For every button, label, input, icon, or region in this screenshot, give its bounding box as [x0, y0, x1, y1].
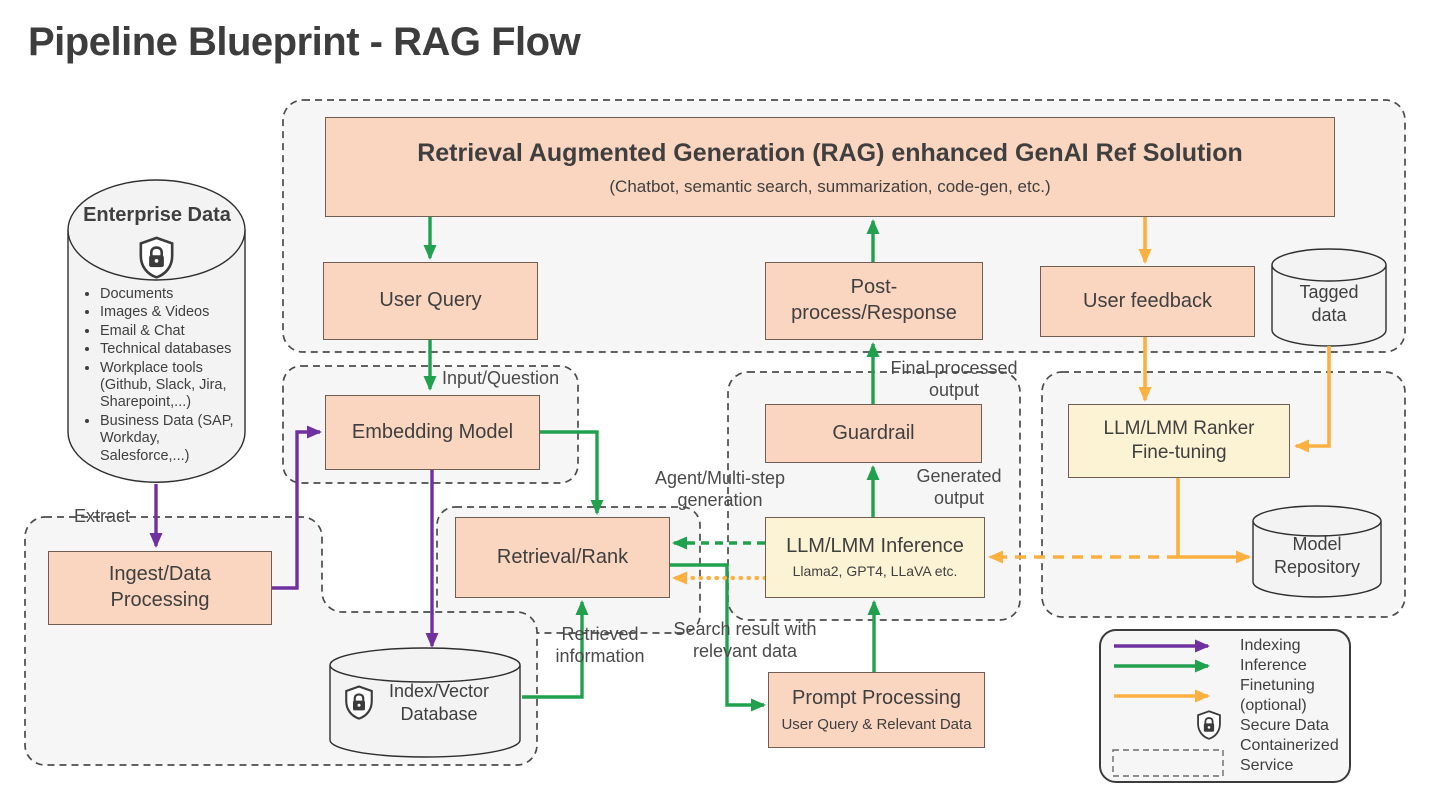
legend-label-containerized: Containerized: [1240, 737, 1339, 754]
node-ingest-label: Ingest/Data Processing: [108, 563, 212, 611]
node-user-feedback: User feedback: [1040, 266, 1255, 337]
node-llm-inference-label: LLM/LMM Inference: [786, 534, 964, 557]
arrow-tagged-to-ranker: [1294, 346, 1331, 453]
node-embedding-model: Embedding Model: [325, 395, 540, 470]
legend-label-service: Service: [1240, 757, 1294, 774]
node-user-query-label: User Query: [379, 289, 482, 312]
label-retrieved-information: Retrieved information: [555, 624, 645, 666]
label-generated-output: Generated output: [916, 466, 1002, 508]
node-guardrail-label: Guardrail: [832, 421, 915, 444]
model-repository-label: Model Repository: [1273, 534, 1361, 577]
secure-data-icon: [344, 685, 374, 720]
legend-label-indexing: Indexing: [1240, 637, 1301, 654]
enterprise-data-item: Images & Videos: [100, 304, 238, 321]
node-prompt-processing-label: Prompt Processing: [792, 686, 961, 709]
node-guardrail: Guardrail: [765, 404, 982, 463]
arrow-ingest-to-embedding: [272, 425, 322, 590]
cylinder-index-vector-db: [329, 647, 521, 758]
node-prompt-processing: Prompt Processing User Query & Relevant …: [768, 672, 985, 748]
tagged-data-label: Tagged data: [1299, 282, 1359, 325]
arrow-index-db-to-retrieval: [522, 600, 589, 699]
cylinder-enterprise-data: [67, 179, 246, 483]
rag-solution-subtitle: (Chatbot, semantic search, summarization…: [609, 176, 1051, 196]
index-vector-db-label: Index/Vector Database: [388, 681, 490, 724]
node-post-process-label: Post-process/Response: [791, 276, 957, 324]
enterprise-data-item: Email & Chat: [100, 323, 238, 340]
legend-box: [1099, 629, 1351, 783]
legend-containerized-box: [1112, 749, 1224, 777]
node-ranker-finetuning-label: LLM/LMM Ranker Fine-tuning: [1103, 417, 1255, 463]
enterprise-data-item: Technical databases: [100, 341, 238, 358]
enterprise-data-item: Business Data (SAP, Workday, Salesforce,…: [100, 413, 238, 465]
legend-label-optional: (optional): [1240, 697, 1307, 714]
secure-data-icon: [139, 236, 174, 279]
node-post-process: Post-process/Response: [765, 262, 983, 340]
legend-label-inference: Inference: [1240, 657, 1307, 674]
node-ingest-data-processing: Ingest/Data Processing: [48, 551, 272, 625]
legend-label-finetuning: Finetuning: [1240, 677, 1315, 694]
enterprise-data-list: Documents Images & Videos Email & Chat T…: [84, 286, 238, 466]
legend-label-secure-data: Secure Data: [1240, 717, 1329, 734]
label-agent-multistep: Agent/Multi-step generation: [654, 468, 786, 510]
cylinder-tagged-data: [1271, 248, 1387, 347]
cylinder-model-repository: [1252, 505, 1382, 598]
arrow-embedding-to-retrieval: [540, 430, 604, 515]
node-user-query: User Query: [323, 262, 538, 340]
node-retrieval-rank: Retrieval/Rank: [455, 517, 670, 598]
enterprise-data-item: Documents: [100, 286, 238, 303]
node-prompt-processing-subtitle: User Query & Relevant Data: [781, 716, 972, 734]
index-vector-db: Index/Vector Database: [344, 680, 510, 725]
label-input-question: Input/Question: [442, 368, 560, 388]
node-retrieval-rank-label: Retrieval/Rank: [496, 545, 629, 568]
node-llm-inference: LLM/LMM Inference Llama2, GPT4, LLaVA et…: [765, 517, 985, 598]
rag-solution-title: Retrieval Augmented Generation (RAG) enh…: [417, 138, 1243, 167]
rag-solution-banner: Retrieval Augmented Generation (RAG) enh…: [325, 117, 1335, 217]
node-user-feedback-label: User feedback: [1083, 289, 1212, 312]
page-title: Pipeline Blueprint - RAG Flow: [28, 20, 581, 64]
arrow-retrieval-to-prompt: [670, 563, 766, 712]
node-ranker-finetuning: LLM/LMM Ranker Fine-tuning: [1068, 404, 1290, 478]
node-llm-inference-subtitle: Llama2, GPT4, LLaVA etc.: [792, 563, 958, 580]
label-final-processed-output: Final processed output: [890, 358, 1018, 400]
enterprise-data-items: Documents Images & Videos Email & Chat T…: [84, 286, 238, 465]
node-embedding-model-label: Embedding Model: [351, 420, 514, 443]
enterprise-data-label: Enterprise Data: [83, 204, 231, 226]
label-search-result: Search result with relevant data: [673, 619, 817, 661]
secure-data-icon: [1197, 710, 1221, 740]
enterprise-data-item: Workplace tools (Github, Slack, Jira, Sh…: [100, 360, 238, 412]
label-extract: Extract: [74, 506, 131, 526]
